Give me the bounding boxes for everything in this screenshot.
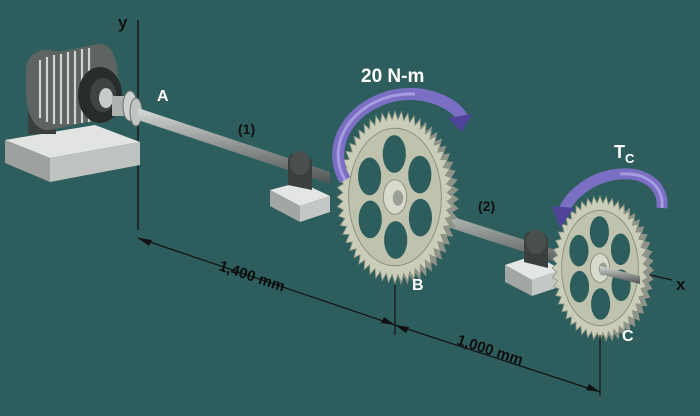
dimension-bc-label: 1,000 mm	[455, 332, 525, 369]
motor	[26, 43, 122, 134]
motor-base	[5, 125, 140, 182]
dimension-ab-label: 1,400 mm	[217, 258, 287, 296]
shaft-segment-1	[138, 108, 330, 184]
torque-arrow-c	[552, 168, 668, 228]
x-axis-label: x	[676, 275, 686, 294]
torque-c-main: T	[614, 142, 625, 162]
applied-torque-label: 20 N-m	[361, 66, 424, 87]
point-c-label: C	[622, 328, 634, 345]
y-axis-label: y	[118, 13, 128, 32]
dimension-lines	[137, 237, 601, 396]
point-a-label: A	[157, 88, 169, 105]
segment-1-label: (1)	[238, 121, 255, 137]
bearing-1	[270, 151, 330, 222]
torque-c-subscript: C	[625, 151, 635, 166]
torque-arrow-b	[332, 87, 472, 183]
torque-c-label: TC	[614, 142, 635, 166]
shaft-end-c	[600, 266, 640, 284]
segment-2-label: (2)	[478, 198, 495, 214]
point-b-label: B	[412, 277, 424, 294]
gear-b	[336, 109, 459, 285]
